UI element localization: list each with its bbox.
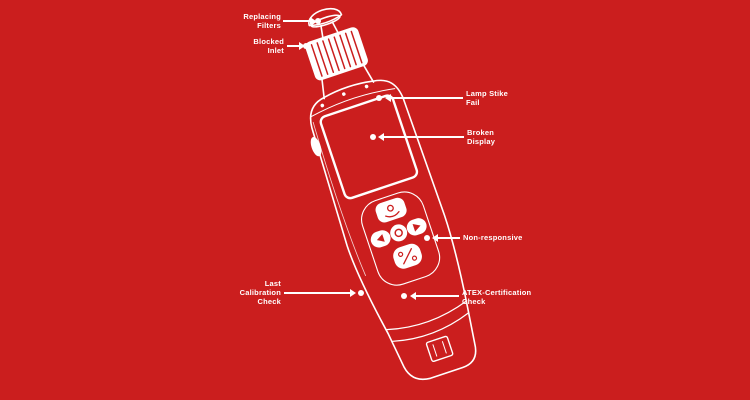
device-base (386, 300, 470, 363)
annotation-dot (376, 95, 382, 101)
annotation-arrowhead (378, 133, 384, 141)
annotation-arrowhead (310, 17, 316, 25)
keypad (361, 191, 441, 286)
annotation-line (284, 292, 350, 294)
percent-button (393, 243, 422, 269)
device-body (309, 79, 477, 381)
annotation-arrowhead (350, 289, 356, 297)
annotation-label: Last Calibration Check (239, 279, 281, 306)
right-arrow-button (406, 218, 427, 236)
annotation-arrowhead (432, 234, 438, 242)
side-clip (310, 137, 322, 157)
annotation-arrowhead (385, 94, 391, 102)
annotation-label: Replacing Filters (243, 12, 281, 30)
annotation-dot (315, 18, 321, 24)
annotation-dot (303, 43, 309, 49)
annotation-line (384, 136, 464, 138)
device-group (305, 8, 477, 381)
display-screen (319, 94, 419, 200)
annotation-label: Broken Display (467, 128, 496, 146)
annotation-arrowhead (299, 42, 305, 50)
mode-button (375, 197, 407, 223)
annotation-label: Non-responsive (463, 233, 523, 242)
inlet-collar (305, 27, 375, 100)
annotation-line (287, 45, 299, 47)
annotation-line (416, 295, 459, 297)
annotation-line (438, 237, 460, 239)
annotation-line (391, 97, 463, 99)
annotation-dot (401, 293, 407, 299)
enter-button (390, 224, 408, 242)
annotation-arrowhead (410, 292, 416, 300)
filter-cap (308, 8, 343, 39)
annotation-label: ATEX-Certification Check (462, 288, 532, 306)
annotation-dot (370, 134, 376, 140)
annotation-line (283, 20, 310, 22)
left-arrow-button (370, 230, 391, 248)
charge-port (425, 335, 454, 363)
annotation-dot (358, 290, 364, 296)
annotation-label: Blocked Inlet (253, 37, 284, 55)
annotation-label: Lamp Stike Fail (466, 89, 509, 107)
annotation-dot (424, 235, 430, 241)
